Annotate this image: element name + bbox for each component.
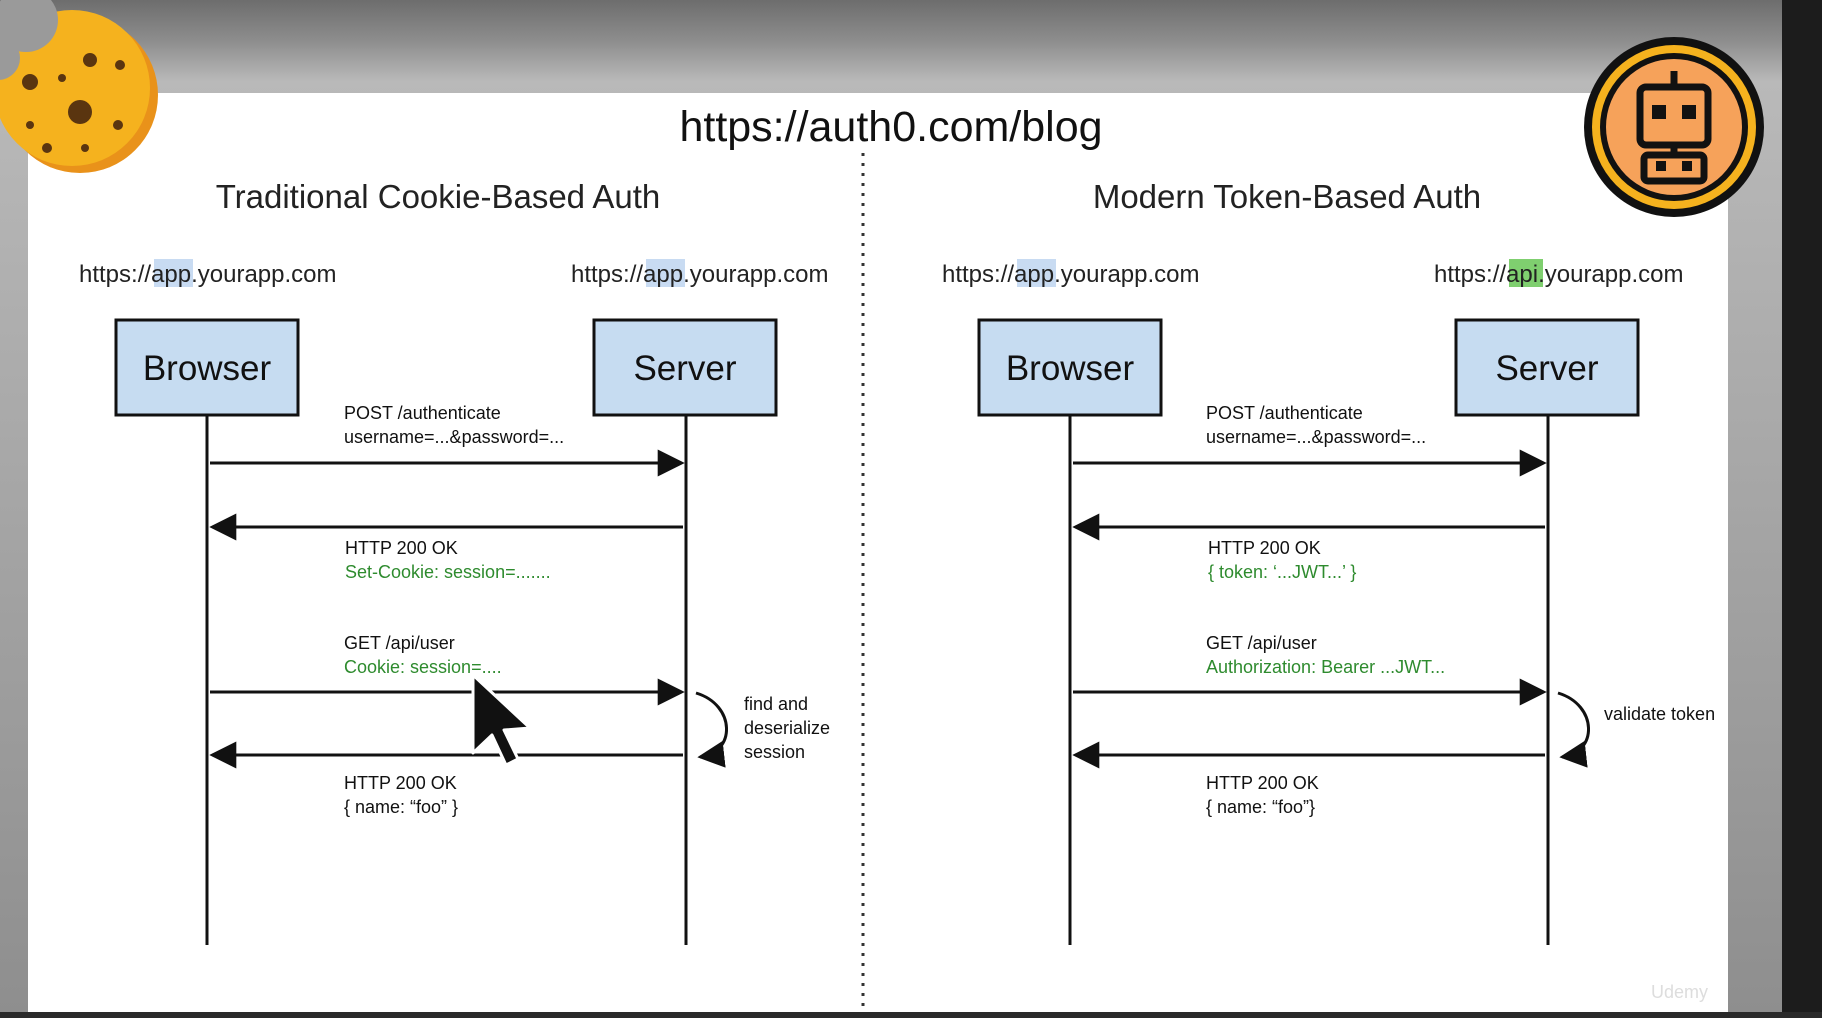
window-edge [0, 1012, 1822, 1018]
process-arrow [695, 691, 728, 768]
robot-badge-icon [1584, 37, 1764, 217]
url-highlight [646, 259, 685, 287]
response-2-line1: HTTP 200 OK [1206, 773, 1319, 793]
response-1-line2: Set-Cookie: session=....... [345, 562, 551, 582]
server-label: Server [633, 349, 736, 388]
page-heading: https://auth0.com/blog [679, 103, 1102, 151]
response-2-line2: { name: “foo” } [344, 797, 458, 817]
url-highlight [154, 259, 193, 287]
window-edge [1782, 0, 1822, 1018]
process-arrow [1557, 691, 1590, 768]
response-1-line1: HTTP 200 OK [1208, 538, 1321, 558]
browser-label: Browser [143, 349, 272, 388]
server-box [592, 318, 778, 417]
request-1-line2: username=...&password=... [1206, 427, 1426, 447]
request-1-line1: POST /authenticate [1206, 403, 1363, 423]
process-note-line: session [744, 742, 805, 762]
request-1-line2: username=...&password=... [344, 427, 564, 447]
process-note-line: validate token [1604, 704, 1715, 724]
browser-url: https://app.yourapp.com [79, 261, 337, 288]
process-note-line: deserialize [744, 718, 830, 738]
browser-box [977, 318, 1163, 417]
response-1-line1: HTTP 200 OK [345, 538, 458, 558]
watermark: Udemy [1651, 982, 1708, 1002]
response-1-line2: { token: ‘...JWT...’ } [1208, 562, 1356, 582]
request-2-line2: Cookie: session=.... [344, 657, 502, 677]
cookie-icon [0, 0, 158, 173]
browser-url: https://app.yourapp.com [942, 261, 1200, 288]
request-2-line1: GET /api/user [1206, 633, 1317, 653]
browser-box [114, 318, 300, 417]
slide: https://auth0.com/blog Traditional Cooki… [28, 93, 1728, 1018]
request-1-line1: POST /authenticate [344, 403, 501, 423]
process-note-line: find and [744, 694, 808, 714]
url-highlight [1017, 259, 1056, 287]
token-auth-panel: Modern Token-Based Auth https://app.your… [942, 178, 1715, 945]
server-box [1454, 318, 1640, 417]
server-url: https://app.yourapp.com [571, 261, 829, 288]
mouse-cursor-icon [471, 673, 532, 767]
response-2-line1: HTTP 200 OK [344, 773, 457, 793]
server-label: Server [1495, 349, 1598, 388]
auth-comparison-diagram: https://auth0.com/blog Traditional Cooki… [79, 103, 1715, 1013]
panel-title-cookie: Traditional Cookie-Based Auth [216, 178, 661, 215]
request-2-line1: GET /api/user [344, 633, 455, 653]
cookie-auth-panel: Traditional Cookie-Based Auth https://ap… [79, 178, 830, 945]
response-2-line2: { name: “foo”} [1206, 797, 1315, 817]
panel-title-token: Modern Token-Based Auth [1093, 178, 1481, 215]
request-2-line2: Authorization: Bearer ...JWT... [1206, 657, 1445, 677]
browser-label: Browser [1006, 349, 1135, 388]
url-highlight-api [1509, 259, 1543, 287]
server-url: https://api.yourapp.com [1434, 261, 1683, 288]
